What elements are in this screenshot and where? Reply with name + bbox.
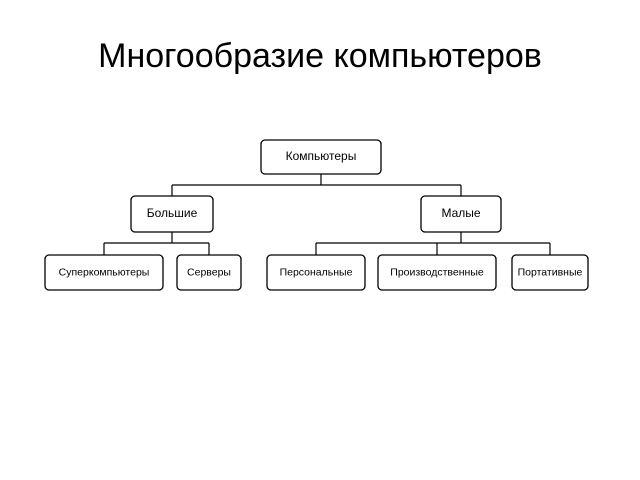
node-servers-box [176, 254, 242, 291]
node-large-box [130, 195, 214, 233]
node-servers: Серверы [176, 254, 242, 291]
node-small: Малые [420, 195, 502, 233]
node-small-label: Малые [441, 206, 480, 220]
node-supercomputers: Суперкомпьютеры [44, 254, 164, 291]
slide-title: Многообразие компьютеров [98, 37, 542, 75]
node-industrial: Производственные [377, 254, 497, 291]
node-supercomputers-box [44, 254, 164, 291]
node-portable-box [511, 254, 589, 291]
node-personal-label: Персональные [280, 266, 353, 278]
node-industrial-box [377, 254, 497, 291]
node-personal: Персональные [266, 254, 366, 291]
node-small-box [420, 195, 502, 233]
node-portable-label: Портативные [518, 266, 583, 278]
node-servers-label: Серверы [187, 266, 231, 278]
node-computers-box [260, 139, 382, 175]
node-large: Большие [130, 195, 214, 233]
node-computers-label: Компьютеры [286, 149, 357, 163]
node-personal-box [266, 254, 366, 291]
diagram-connectors [103, 174, 551, 255]
node-industrial-label: Производственные [390, 266, 484, 278]
node-large-label: Большие [147, 206, 198, 220]
node-computers: Компьютеры [260, 139, 382, 175]
node-supercomputers-label: Суперкомпьютеры [59, 266, 150, 278]
node-portable: Портативные [511, 254, 589, 291]
